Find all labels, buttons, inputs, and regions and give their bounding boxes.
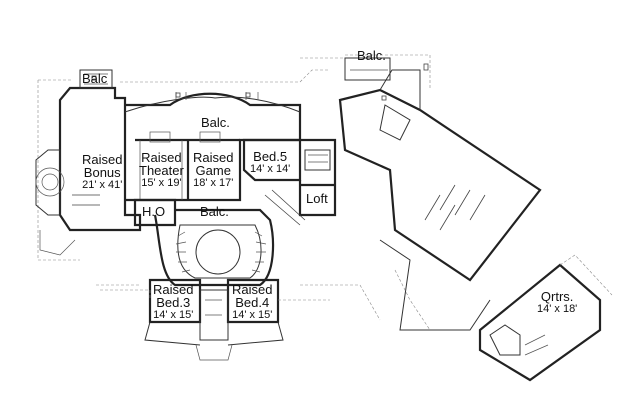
game-dim: 18' x 17' bbox=[193, 177, 234, 189]
bed5-loft bbox=[242, 138, 337, 226]
label-raised-bed4: Raised Bed.4 14' x 15' bbox=[232, 283, 272, 321]
lower-bedrooms bbox=[100, 278, 330, 361]
stair-hall bbox=[133, 198, 275, 287]
label-raised-bed3: Raised Bed.3 14' x 15' bbox=[153, 283, 193, 321]
bed3-name: Raised Bed.3 bbox=[153, 282, 194, 310]
bonus-wing bbox=[35, 69, 142, 256]
label-ho: H.O bbox=[142, 204, 166, 219]
bed5-name: Bed.5 bbox=[253, 149, 288, 164]
qrtrs-name: Qrtrs. bbox=[540, 289, 574, 304]
label-raised-theater: Raised Theater 15' x 19' bbox=[139, 151, 184, 189]
label-qrtrs: Qrtrs. 14' x 18' bbox=[537, 290, 577, 315]
label-balc-center: Balc. bbox=[201, 115, 230, 130]
quarters-wing bbox=[379, 239, 613, 382]
bonus-dim: 21' x 41' bbox=[82, 179, 123, 191]
label-raised-bonus: Raised Bonus 21' x 41' bbox=[82, 153, 122, 191]
theater-name: Raised Theater bbox=[139, 150, 184, 178]
bed5-dim: 14' x 14' bbox=[250, 163, 291, 175]
label-loft: Loft bbox=[306, 191, 328, 206]
label-bed5: Bed.5 14' x 14' bbox=[250, 150, 290, 175]
deck-outline bbox=[37, 54, 431, 321]
bed4-name: Raised Bed.4 bbox=[232, 282, 273, 310]
qrtrs-dim: 14' x 18' bbox=[537, 303, 578, 315]
bed3-dim: 14' x 15' bbox=[153, 309, 194, 321]
label-raised-game: Raised Game 18' x 17' bbox=[193, 151, 233, 189]
label-balc-top-right: Balc. bbox=[357, 48, 386, 63]
bed4-dim: 14' x 15' bbox=[232, 309, 273, 321]
theater-dim: 15' x 19' bbox=[141, 177, 182, 189]
game-name: Raised Game bbox=[193, 150, 234, 178]
column-marks bbox=[91, 63, 429, 101]
label-balc-top-left: Balc bbox=[82, 71, 108, 86]
central-block bbox=[124, 92, 302, 202]
angled-wing bbox=[338, 57, 542, 282]
label-balc-stair: Balc. bbox=[200, 204, 229, 219]
bonus-name: Raised Bonus bbox=[82, 152, 123, 180]
